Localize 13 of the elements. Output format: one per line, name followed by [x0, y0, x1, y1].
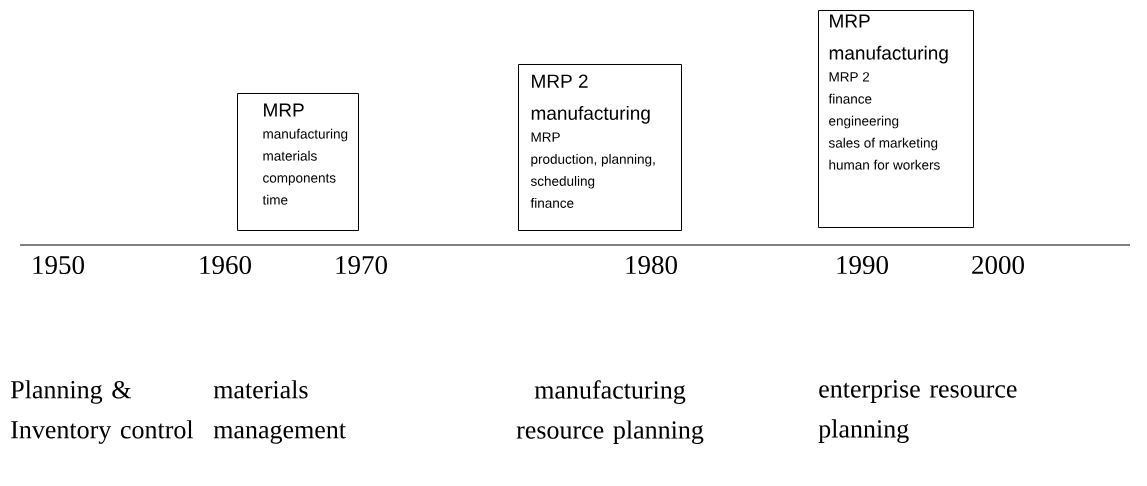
- year-label: 1990: [837, 255, 888, 275]
- year-label: 1950: [33, 255, 84, 275]
- year-label: 2000: [972, 255, 1024, 275]
- era-label: Planning & Inventory control: [10, 380, 194, 444]
- year-label: 1960: [200, 255, 251, 275]
- year-label: 1980: [626, 255, 677, 275]
- year-label: 1970: [336, 255, 387, 275]
- era-label: enterprise resource planning: [818, 380, 1017, 443]
- text-box: MRP manufacturing MRP 2 finance engineering sales of marketing human for workers: [818, 10, 974, 228]
- text-box: MRP manufacturing materials components time: [237, 93, 359, 231]
- era-label: manufacturing resource planning: [516, 380, 704, 445]
- era-label: materials management: [213, 380, 346, 444]
- text-box: MRP 2 manufacturing MRP production, planning, scheduling finance: [518, 64, 682, 231]
